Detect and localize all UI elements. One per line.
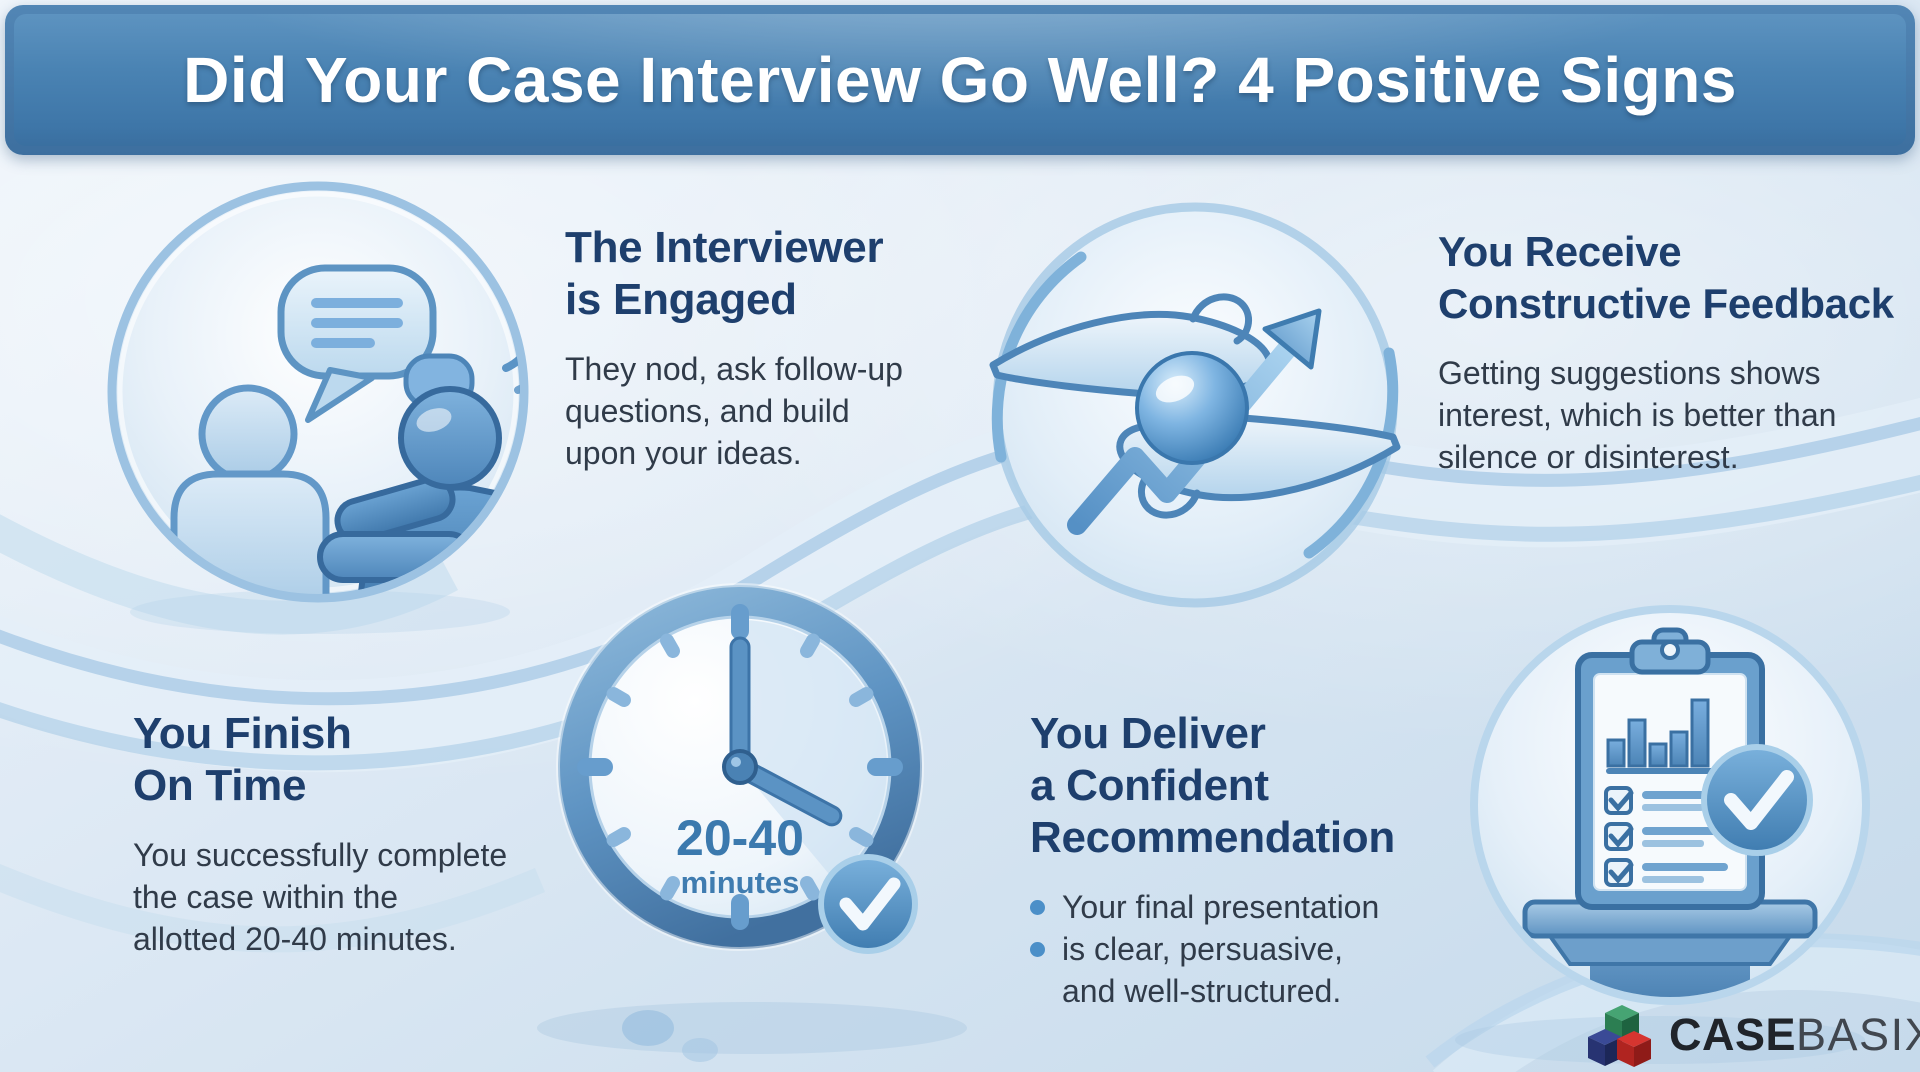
logo-text-light: BASIX (1796, 1009, 1920, 1060)
sign-3-body: You successfully complete the case withi… (133, 837, 508, 957)
bullet-line: Your final presentation (1030, 886, 1395, 928)
title-banner-panel: Did Your Case Interview Go Well? 4 Posit… (14, 14, 1906, 146)
clock-icon: 20-40 minutes (556, 583, 924, 954)
sign-1-heading-line-1: The Interviewer (565, 223, 884, 272)
sign-4-body: Your final presentation is clear, persua… (1030, 886, 1395, 1012)
feedback-growth-icon (989, 202, 1401, 608)
conversation-icon (107, 181, 529, 603)
bullet-line: is clear, persuasive, (1030, 928, 1395, 970)
sign-4-heading: You Deliver a Confident Recommendation (1030, 709, 1395, 862)
brand-logo: CASEBASIX (1588, 1003, 1920, 1067)
sign-2-heading: You Receive Constructive Feedback (1438, 228, 1894, 327)
page-title: Did Your Case Interview Go Well? 4 Posit… (183, 44, 1737, 116)
logo-text-bold: CASE (1669, 1009, 1797, 1060)
clock-check-badge (818, 854, 918, 954)
checklist-check-badge (1701, 744, 1813, 856)
bullet-line: and well-structured. (1062, 973, 1342, 1009)
sign-2-text: You Receive Constructive Feedback Gettin… (1438, 226, 1894, 478)
bullet-dot (1030, 941, 1045, 957)
bullet-dot (1030, 899, 1045, 915)
sign-1-body: They nod, ask follow-up questions, and b… (565, 351, 903, 471)
sign-1-heading: The Interviewer is Engaged (565, 222, 903, 326)
sign-1-heading-line-2: is Engaged (565, 275, 797, 324)
sign-3-text: You Finish On Time You successfully comp… (133, 708, 507, 960)
sign-4-text: You Deliver a Confident Recommendation Y… (1030, 708, 1395, 1012)
sign-2-body: Getting suggestions shows interest, whic… (1438, 355, 1837, 475)
sign-3-heading: You Finish On Time (133, 709, 352, 810)
sign-1-text: The Interviewer is Engaged They nod, ask… (565, 222, 903, 474)
title-banner: Did Your Case Interview Go Well? 4 Posit… (5, 5, 1915, 155)
recommendation-checklist-icon (1470, 605, 1870, 1005)
clock-unit-label: minutes (681, 865, 800, 900)
clock-duration-label: 20-40 (676, 810, 804, 866)
logo-cubes-icon (1588, 1005, 1651, 1067)
